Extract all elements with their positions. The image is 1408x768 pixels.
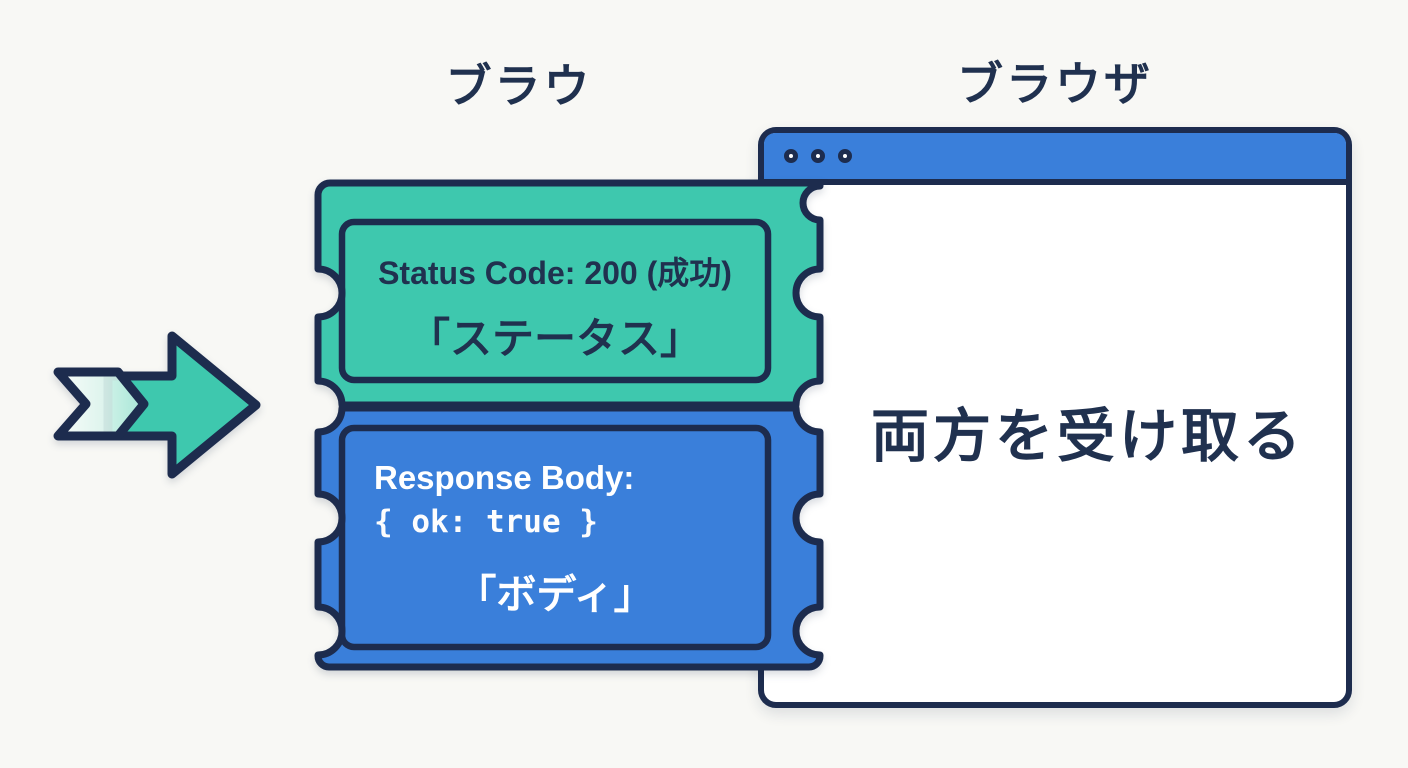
status-ticket-inner-frame [338, 218, 772, 384]
status-code-text: Status Code: 200 (成功) [378, 255, 732, 291]
browser-message-text: 両方を受け取る [870, 404, 1305, 469]
response-body-json: { ok: true } [374, 504, 598, 540]
window-dot-icon [784, 149, 798, 163]
window-dot-icon [838, 149, 852, 163]
body-ticket-inner-frame [338, 424, 772, 651]
left-column-label: ブラウ [445, 60, 593, 112]
response-body-text: Response Body: [374, 459, 635, 496]
status-ticket-shape [314, 179, 824, 409]
flow-chevron-icon [53, 367, 149, 441]
status-label-jp: 「ステータス」 [407, 315, 702, 362]
right-column-label: ブラウザ [957, 58, 1153, 110]
window-dot-icon [811, 149, 825, 163]
body-label-jp: 「ボディ」 [456, 573, 654, 617]
browser-titlebar [764, 133, 1346, 185]
